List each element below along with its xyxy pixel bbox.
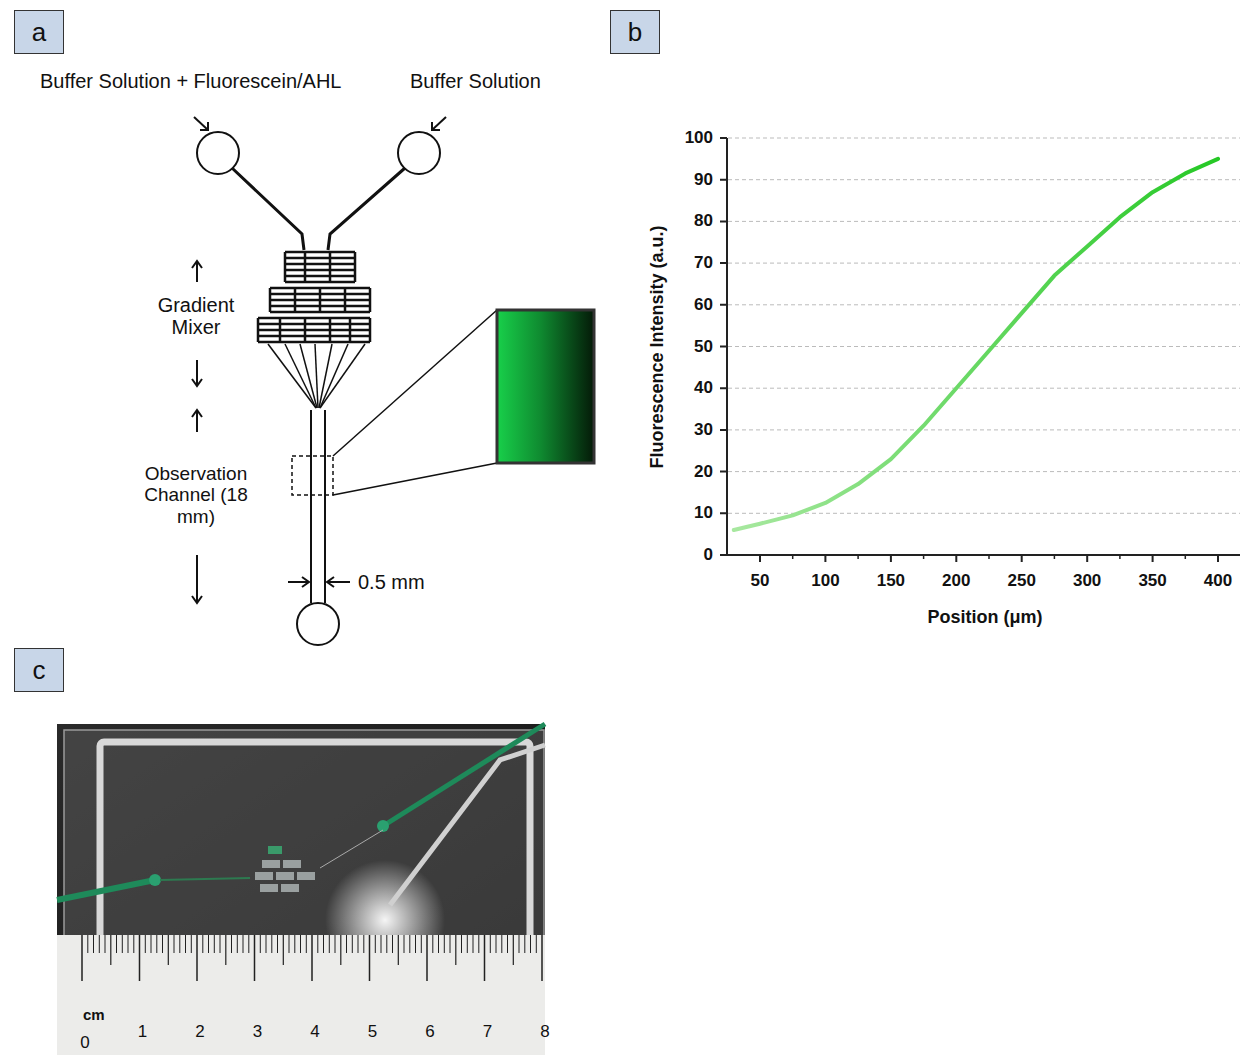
dimension-arrowhead	[327, 577, 334, 587]
inlet-arrowhead	[432, 122, 440, 130]
y-tick-label: 30	[694, 420, 713, 439]
device-photo	[57, 724, 545, 1055]
dimension-label: 0.5 mm	[358, 571, 425, 593]
ruler-number: 4	[310, 1022, 319, 1041]
axes	[720, 138, 1240, 562]
inlet-label: Buffer Solution + Fluorescein/AHL	[40, 70, 341, 92]
y-tick-label: 70	[694, 254, 713, 273]
tubing	[390, 745, 545, 905]
port	[149, 874, 161, 886]
ruler-number: 6	[425, 1022, 434, 1041]
ruler-number: 1	[138, 1022, 147, 1041]
zoom-leader	[333, 463, 497, 495]
panel-label-box: a	[14, 10, 64, 54]
ruler-number: 2	[195, 1022, 204, 1041]
panel-letter: b	[628, 19, 642, 45]
panel-letter: c	[33, 657, 46, 683]
dimension-arrow	[196, 262, 198, 282]
ruler-number: 8	[540, 1022, 549, 1041]
x-tick-label: 350	[1138, 571, 1166, 590]
x-tick-label: 150	[877, 571, 905, 590]
dimension-arrowhead	[192, 261, 202, 268]
x-tick-label: 250	[1008, 571, 1036, 590]
y-tick-label: 0	[704, 545, 713, 564]
observation-channel	[311, 410, 325, 603]
tubing	[57, 880, 155, 900]
section-label: Observation Channel (18 mm)	[131, 463, 261, 527]
dimension-arrow	[196, 360, 198, 385]
ruler-ticks	[82, 935, 542, 981]
dimension-arrow	[327, 581, 350, 583]
channel	[320, 830, 383, 868]
dimension-arrowhead	[192, 379, 202, 386]
y-tick-label: 40	[694, 379, 713, 398]
inlet-arrow	[432, 117, 446, 130]
y-tick-label: 10	[694, 504, 713, 523]
section-label: Gradient Mixer	[146, 294, 246, 339]
x-tick-label: 300	[1073, 571, 1101, 590]
chip-schematic	[192, 117, 594, 645]
inlet-arrow	[194, 117, 208, 130]
x-tick-label: 200	[942, 571, 970, 590]
dimension-arrowhead	[302, 577, 309, 587]
gridlines	[728, 138, 1240, 513]
inlet-channel	[328, 168, 405, 250]
inlet-arrowhead	[200, 122, 208, 130]
ruler-number: 7	[483, 1022, 492, 1041]
x-tick-label: 100	[811, 571, 839, 590]
panel-letter: a	[32, 19, 46, 45]
dimension-arrow	[196, 410, 198, 432]
y-tick-label: 50	[694, 337, 713, 356]
inlet-label: Buffer Solution	[410, 70, 541, 92]
ruler-unit: cm	[83, 1007, 105, 1024]
dimension-arrow	[288, 581, 309, 583]
ruler	[57, 935, 545, 1055]
dimension-arrowhead	[192, 410, 202, 417]
inlet-channel	[232, 168, 304, 250]
axis-title: Fluorescence Intensity (a.u.)	[647, 225, 667, 468]
dimension-arrowhead	[192, 596, 202, 603]
dimension-arrow	[196, 555, 198, 602]
mixer	[255, 846, 315, 892]
panel-label-box: c	[14, 648, 64, 692]
ruler-number: 5	[368, 1022, 377, 1041]
y-tick-label: 100	[685, 128, 713, 147]
ruler-number: 0	[80, 1033, 89, 1052]
zoom-box	[292, 456, 333, 495]
photo-background	[57, 724, 545, 1055]
fluorescence-inset	[497, 310, 594, 463]
chart	[720, 138, 1240, 562]
x-tick-label: 400	[1204, 571, 1232, 590]
y-tick-label: 20	[694, 462, 713, 481]
y-tick-label: 90	[694, 170, 713, 189]
panel-label-box: b	[610, 10, 660, 54]
x-tick-label: 50	[751, 571, 770, 590]
axis-title: Position (μm)	[927, 607, 1042, 627]
y-tick-label: 60	[694, 295, 713, 314]
intensity-curve	[734, 159, 1218, 530]
mixer-outlet-channels	[268, 344, 365, 408]
gradient-mixer-serpentines	[258, 252, 370, 342]
zoom-leader	[333, 310, 497, 456]
y-tick-label: 80	[694, 212, 713, 231]
ruler-number: 3	[253, 1022, 262, 1041]
channel	[160, 878, 250, 880]
outlet-port	[297, 603, 339, 645]
